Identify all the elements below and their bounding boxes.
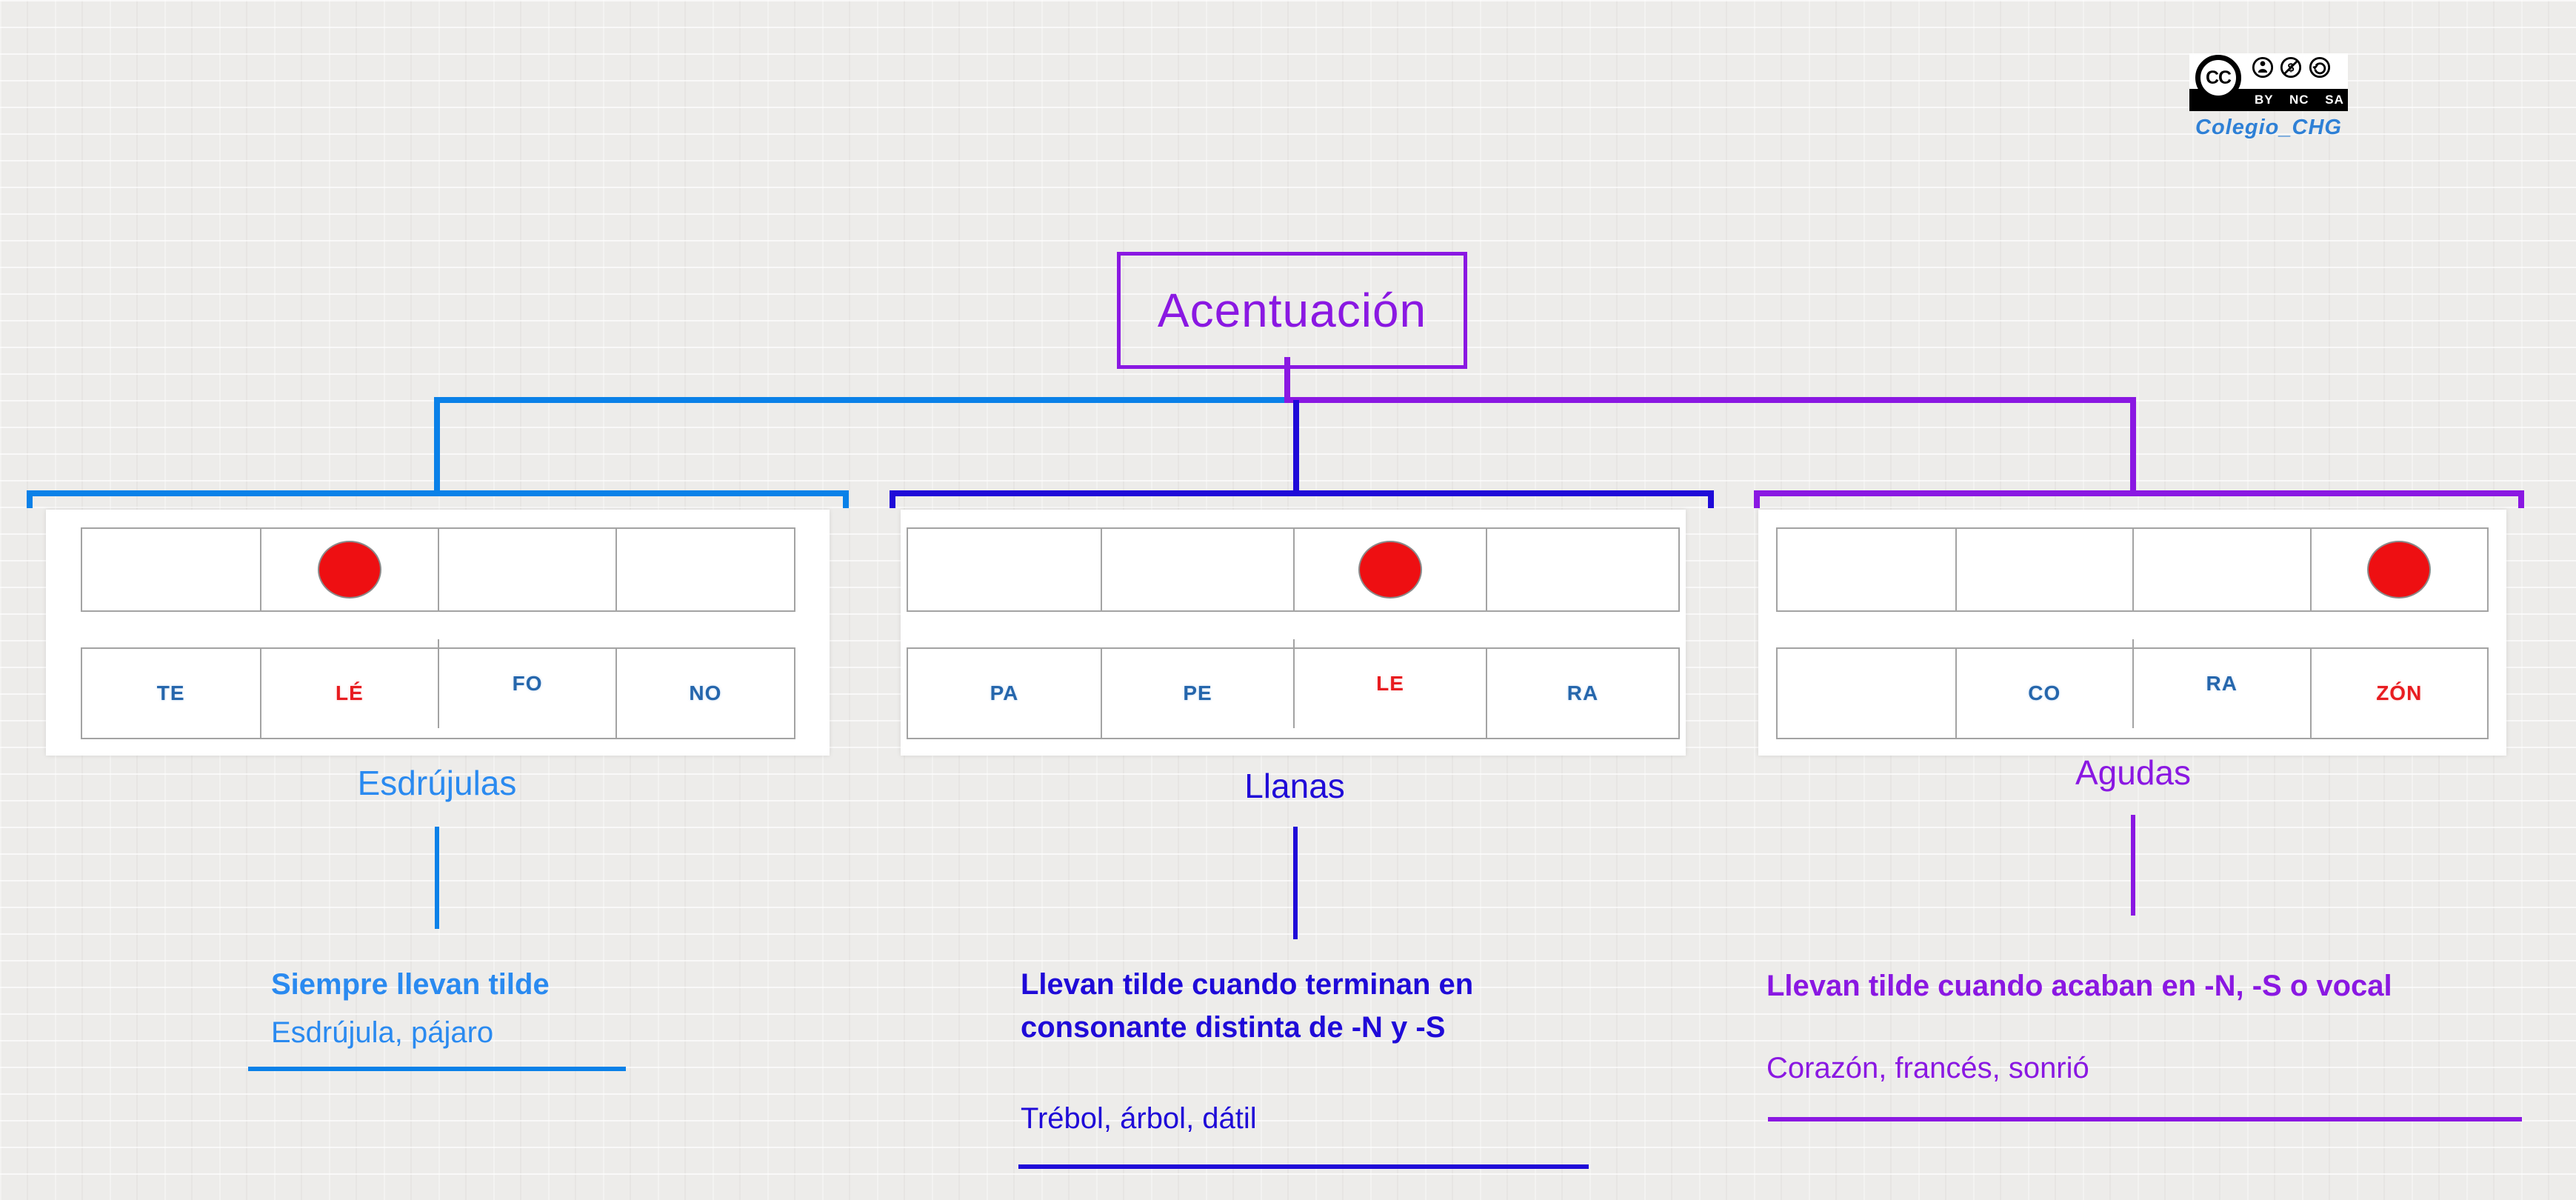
stress-dot — [1358, 541, 1422, 599]
syllable-cell — [1778, 649, 1955, 738]
agudas-stem-line — [2131, 815, 2135, 916]
stress-cell — [2132, 529, 2310, 610]
stress-cell — [615, 529, 793, 610]
credit-text: Colegio_CHG — [2195, 116, 2342, 139]
connector-blue-branch — [434, 397, 1287, 493]
agudas-label: Agudas — [2075, 753, 2191, 792]
syllable-cell: TE — [156, 681, 185, 704]
llanas-examples-text: Trébol, árbol, dátil — [1021, 1102, 1257, 1135]
bracket-agudas — [1754, 490, 2524, 508]
title-box: Acentuación — [1117, 252, 1467, 369]
stress-cell — [1101, 529, 1293, 610]
esdrujulas-rule-text: Siempre llevan tilde — [271, 968, 550, 1001]
cc-nc-no-dollar-icon: $ — [2280, 56, 2302, 79]
cc-logo: CC — [2195, 55, 2241, 101]
cc-sa-share-alike-icon — [2309, 56, 2331, 79]
esdrujulas-card: TE LÉ FO NO — [46, 510, 830, 756]
llanas-underline — [1018, 1164, 1589, 1169]
page-title: Acentuación — [1157, 284, 1427, 337]
cc-license-terms: BY NC SA — [2189, 89, 2348, 111]
connector-purple-branch — [1287, 397, 2136, 493]
syllable-cell: FO — [438, 639, 615, 728]
esdrujulas-syllable-row: TE LÉ FO NO — [80, 639, 795, 739]
stress-cell — [259, 529, 438, 610]
llanas-stress-row — [907, 527, 1680, 612]
esdrujulas-label: Esdrújulas — [357, 764, 517, 802]
esdrujulas-examples-text: Esdrújula, pájaro — [271, 1016, 494, 1049]
cc-license-badge: BY NC SA CC $ — [2189, 53, 2348, 111]
agudas-card: CO RA ZÓN — [1758, 510, 2506, 756]
llanas-rule-text: Llevan tilde cuando terminan en consonan… — [1021, 968, 1474, 1044]
agudas-stress-row — [1776, 527, 2489, 612]
cc-by-person-icon — [2252, 56, 2274, 79]
stress-cell — [1486, 529, 1678, 610]
esdrujulas-stem-line — [435, 827, 439, 929]
agudas-examples-text: Corazón, francés, sonrió — [1766, 1052, 2089, 1084]
syllable-cell: PE — [1101, 649, 1293, 738]
stress-cell — [908, 529, 1101, 610]
bracket-llanas — [890, 490, 1714, 508]
stress-cell — [82, 529, 260, 610]
agudas-syllable-row: CO RA ZÓN — [1776, 639, 2489, 739]
agudas-rule-text: Llevan tilde cuando acaban en -N, -S o v… — [1766, 970, 2392, 1002]
stress-dot — [2367, 541, 2432, 599]
stress-cell — [438, 529, 615, 610]
syllable-cell: LE — [1293, 639, 1486, 728]
llanas-syllable-row: PA PE LE RA — [907, 639, 1680, 739]
stress-cell — [1778, 529, 1955, 610]
stress-cell — [1955, 529, 2133, 610]
agudas-underline — [1768, 1117, 2522, 1121]
syllable-cell: RA — [1486, 649, 1678, 738]
llanas-card: PA PE LE RA — [901, 510, 1686, 756]
stress-cell — [1293, 529, 1486, 610]
stress-cell — [2309, 529, 2488, 610]
llanas-label: Llanas — [1244, 767, 1345, 805]
syllable-cell: PA — [990, 681, 1019, 704]
syllable-cell: CO — [1955, 649, 2133, 738]
llanas-stem-line — [1293, 827, 1298, 939]
syllable-cell: LÉ — [259, 649, 438, 738]
syllable-cell: RA — [2132, 639, 2310, 728]
stress-dot — [317, 541, 381, 599]
syllable-cell: ZÓN — [2309, 649, 2488, 738]
esdrujulas-stress-row — [80, 527, 795, 612]
esdrujulas-underline — [248, 1067, 626, 1071]
bracket-esdrujulas — [27, 490, 849, 508]
syllable-cell: NO — [615, 649, 793, 738]
